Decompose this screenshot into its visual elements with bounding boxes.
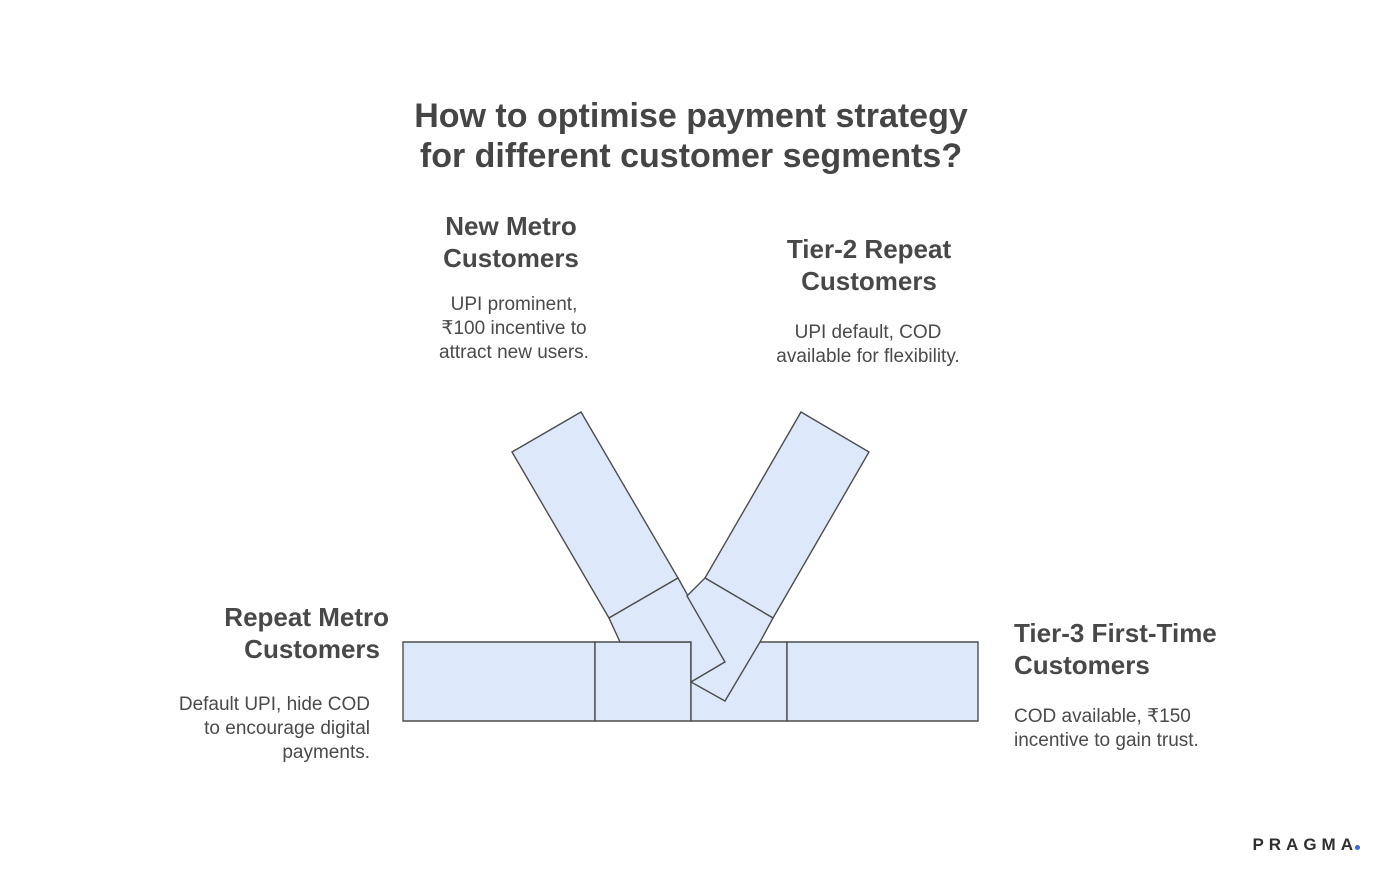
tier3-first-time-desc-line-1: COD available, ₹150 xyxy=(1014,706,1191,727)
new-metro-block xyxy=(511,411,679,619)
repeat-metro-joint-block xyxy=(594,641,692,722)
repeat-metro-block xyxy=(402,641,596,722)
tier2-repeat-block xyxy=(704,411,870,619)
repeat-metro-description: Default UPI, hide COD to encourage digit… xyxy=(110,693,370,765)
logo-dot xyxy=(1355,845,1360,850)
tier3-first-time-description: COD available, ₹150 incentive to gain tr… xyxy=(1014,705,1294,753)
repeat-metro-desc-line-1: Default UPI, hide COD xyxy=(178,694,370,715)
new-metro-heading: New Metro Customers xyxy=(381,210,641,274)
repeat-metro-desc-line-3: payments. xyxy=(282,742,370,763)
new-metro-desc-line-2: ₹100 incentive to xyxy=(441,318,587,339)
new-metro-heading-line-2: Customers xyxy=(443,243,579,273)
tier3-first-time-heading-line-1: Tier-3 First-Time xyxy=(1014,618,1217,648)
repeat-metro-heading-line-2: Customers xyxy=(244,634,380,664)
page-title: How to optimise payment strategy for dif… xyxy=(300,96,1082,176)
tier2-repeat-heading-line-1: Tier-2 Repeat xyxy=(786,234,952,264)
new-metro-desc-line-3: attract new users. xyxy=(439,342,589,363)
tier2-repeat-desc-line-1: UPI default, COD xyxy=(794,322,942,343)
tier3-first-time-heading: Tier-3 First-Time Customers xyxy=(1014,617,1314,681)
tier3-first-time-block xyxy=(786,641,979,722)
new-metro-desc-line-1: UPI prominent, xyxy=(450,294,578,315)
repeat-metro-heading: Repeat Metro Customers xyxy=(130,601,389,665)
tier3-first-time-desc-line-2: incentive to gain trust. xyxy=(1014,730,1199,751)
tier3-first-time-heading-line-2: Customers xyxy=(1014,650,1150,680)
logo-text: PRAGMA xyxy=(1252,835,1358,854)
tier2-repeat-description: UPI default, COD available for flexibili… xyxy=(734,321,1002,369)
tier2-repeat-heading-line-2: Customers xyxy=(801,266,937,296)
new-metro-description: UPI prominent, ₹100 incentive to attract… xyxy=(394,293,634,365)
tier2-repeat-heading: Tier-2 Repeat Customers xyxy=(739,233,999,297)
tier2-repeat-desc-line-2: available for flexibility. xyxy=(776,346,960,367)
new-metro-heading-line-1: New Metro xyxy=(445,211,577,241)
title-line-2: for different customer segments? xyxy=(419,137,963,175)
pragma-logo: PRAGMA xyxy=(1252,835,1360,855)
repeat-metro-desc-line-2: to encourage digital xyxy=(204,718,370,739)
repeat-metro-heading-line-1: Repeat Metro xyxy=(224,602,389,632)
tier2-repeat-joint-block xyxy=(686,577,774,702)
title-line-1: How to optimise payment strategy xyxy=(414,97,968,135)
